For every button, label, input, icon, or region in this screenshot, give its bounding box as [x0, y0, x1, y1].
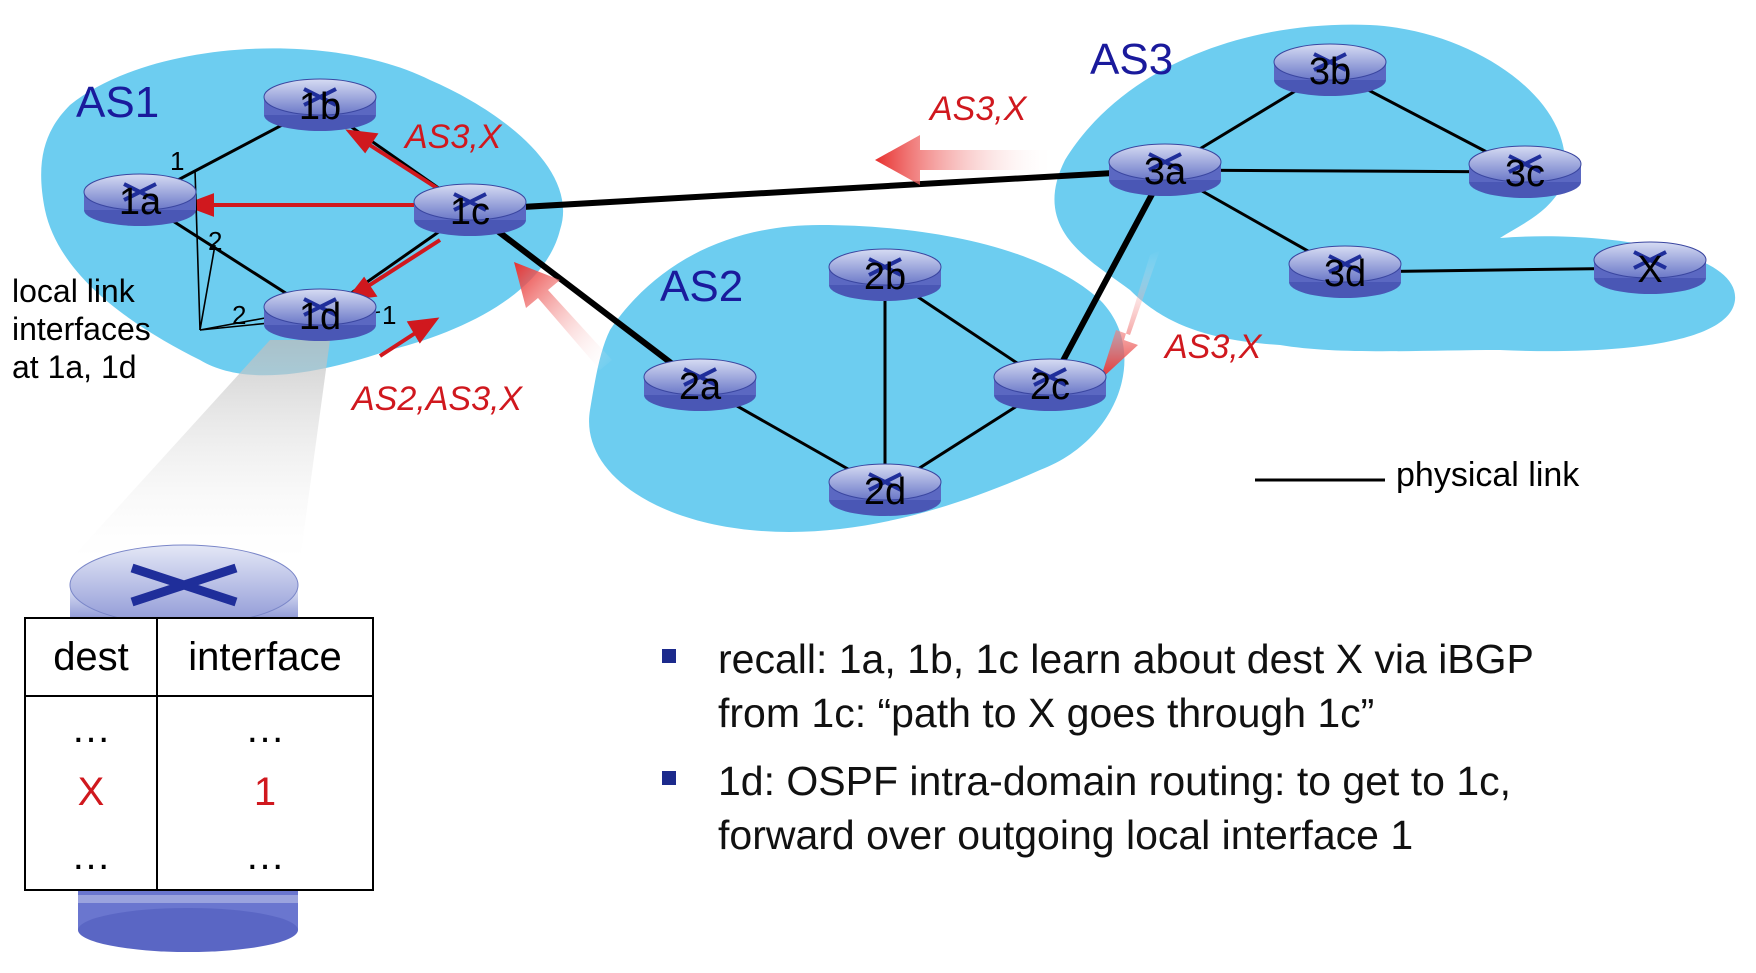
route-label-2a: AS2,AS3,X: [352, 380, 523, 418]
as1-cloud: [41, 48, 564, 376]
route-advert-arrows: [514, 135, 1160, 380]
table-row: … …: [25, 824, 373, 890]
bullet-2-line-2: forward over outgoing local interface 1: [718, 812, 1414, 858]
router-label: 1a: [119, 181, 162, 223]
router-label: 3a: [1144, 151, 1187, 193]
cell-dest: …: [25, 824, 158, 890]
router-label: 3d: [1324, 253, 1366, 295]
router-label: 2c: [1030, 366, 1070, 408]
router-2d: 2d: [828, 463, 942, 516]
router-label: 1b: [299, 86, 341, 128]
table-row: … …: [25, 696, 373, 762]
zoomed-router: [69, 544, 299, 952]
router-1c: 1c: [413, 183, 527, 236]
header-interface: interface: [157, 618, 373, 697]
router-3c: 3c: [1468, 145, 1582, 198]
cell-interface: …: [245, 834, 285, 879]
bullet-square-icon: [662, 649, 676, 663]
bullet-item: 1d: OSPF intra-domain routing: to get to…: [650, 754, 1750, 862]
route-label-2c: AS3,X: [1165, 328, 1262, 366]
cell-dest: X: [25, 761, 158, 825]
cell-dest: …: [25, 696, 158, 762]
bullet-item: recall: 1a, 1b, 1c learn about dest X vi…: [650, 632, 1750, 740]
as2-cloud: [589, 225, 1125, 532]
as1-label: AS1: [76, 78, 160, 127]
local-link-note-line1: local link: [12, 273, 135, 309]
router-label: 3c: [1505, 153, 1545, 195]
bullet-1-line-1: recall: 1a, 1b, 1c learn about dest X vi…: [718, 636, 1534, 682]
router-label: 2a: [679, 366, 722, 408]
router-label: 1c: [450, 191, 490, 233]
route-label-3a: AS3,X: [930, 90, 1027, 128]
ibgp-arrows: [182, 129, 442, 358]
router-3b: 3b: [1273, 43, 1387, 96]
as2-label: AS2: [660, 262, 744, 311]
local-link-note-line3: at 1a, 1d: [12, 349, 137, 385]
route-label-1c: AS3,X: [405, 118, 502, 156]
router-x: X: [1593, 241, 1707, 294]
local-link-note: local link interfaces at 1a, 1d: [12, 272, 151, 386]
zoom-lens: [70, 340, 330, 560]
interface-1d-2: 2: [232, 300, 247, 330]
router-label: 1d: [299, 296, 341, 338]
router-1a: 1a: [83, 173, 197, 226]
cell-interface: …: [245, 706, 285, 751]
forwarding-table: dest interface … … X 1 … …: [24, 617, 374, 891]
router-2b: 2b: [828, 248, 942, 301]
bullet-list: recall: 1a, 1b, 1c learn about dest X vi…: [650, 632, 1750, 876]
router-label: 2b: [864, 256, 906, 298]
interface-1d-1: 1: [382, 300, 397, 330]
router-label: 3b: [1309, 51, 1351, 93]
interface-1a-2: 2: [208, 226, 223, 256]
table-row: X 1: [25, 761, 373, 825]
forwarding-table-header: dest interface: [25, 618, 373, 697]
legend-physical-link-label: physical link: [1396, 456, 1580, 494]
router-2c: 2c: [993, 358, 1107, 411]
router-3a: 3a: [1108, 143, 1222, 196]
router-label: 2d: [864, 471, 906, 513]
interface-1a-1: 1: [170, 146, 185, 176]
bullet-2-line-1: 1d: OSPF intra-domain routing: to get to…: [718, 758, 1512, 804]
router-2a: 2a: [643, 358, 757, 411]
router-3d: 3d: [1288, 245, 1402, 298]
router-1d: 1d: [263, 288, 377, 341]
inter-as-links: [468, 167, 1168, 388]
as3-label: AS3: [1090, 35, 1174, 84]
bullet-1-line-2: from 1c: “path to X goes through 1c”: [718, 690, 1375, 736]
cell-interface: 1: [253, 770, 277, 815]
routers: 1a 1b 1c 1d 2a 2b 2c 2d 3a 3b 3c 3d X: [83, 43, 1707, 516]
router-1b: 1b: [263, 78, 377, 131]
local-link-note-line2: interfaces: [12, 311, 151, 347]
router-label: X: [1637, 249, 1662, 291]
bullet-square-icon: [662, 771, 676, 785]
header-dest: dest: [25, 618, 158, 697]
